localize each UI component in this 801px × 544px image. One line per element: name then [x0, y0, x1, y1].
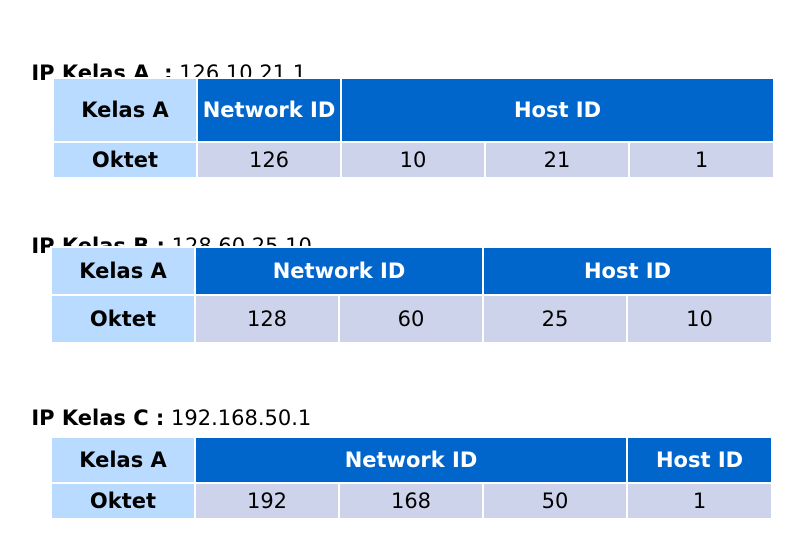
- class-label-a: Kelas A: [54, 79, 196, 141]
- octet-1-b: 128: [196, 296, 338, 342]
- heading-class-c-title: IP Kelas C :: [31, 406, 165, 430]
- host-id-header-c: Host ID: [628, 438, 772, 482]
- octet-1-c: 192: [196, 484, 338, 518]
- octet-4-c: 1: [628, 484, 772, 518]
- octet-3-c: 50: [484, 484, 627, 518]
- octet-3-b: 25: [484, 296, 626, 342]
- heading-class-c-ip: 192.168.50.1: [164, 406, 312, 430]
- octet-2-a: 10: [342, 143, 484, 177]
- octet-2-b: 60: [340, 296, 482, 342]
- host-id-header-a: Host ID: [342, 79, 773, 141]
- network-id-header-b: Network ID: [196, 248, 482, 294]
- table-class-c: Kelas A Network ID Host ID Oktet 192 168…: [50, 436, 774, 520]
- octet-2-c: 168: [340, 484, 482, 518]
- table-class-a: Kelas A Network ID Host ID Oktet 126 10 …: [52, 77, 775, 179]
- table-class-b: Kelas A Network ID Host ID Oktet 128 60 …: [50, 246, 774, 344]
- octet-3-a: 21: [486, 143, 628, 177]
- class-label-b: Kelas A: [52, 248, 194, 294]
- octet-4-a: 1: [630, 143, 773, 177]
- class-label-c: Kelas A: [52, 438, 194, 482]
- oktet-label-c: Oktet: [52, 484, 194, 518]
- network-id-header-c: Network ID: [196, 438, 627, 482]
- octet-4-b: 10: [628, 296, 772, 342]
- octet-1-a: 126: [198, 143, 340, 177]
- oktet-label-a: Oktet: [54, 143, 196, 177]
- heading-class-c: IP Kelas C : 192.168.50.1: [18, 379, 311, 431]
- host-id-header-b: Host ID: [484, 248, 772, 294]
- network-id-header-a: Network ID: [198, 79, 340, 141]
- oktet-label-b: Oktet: [52, 296, 194, 342]
